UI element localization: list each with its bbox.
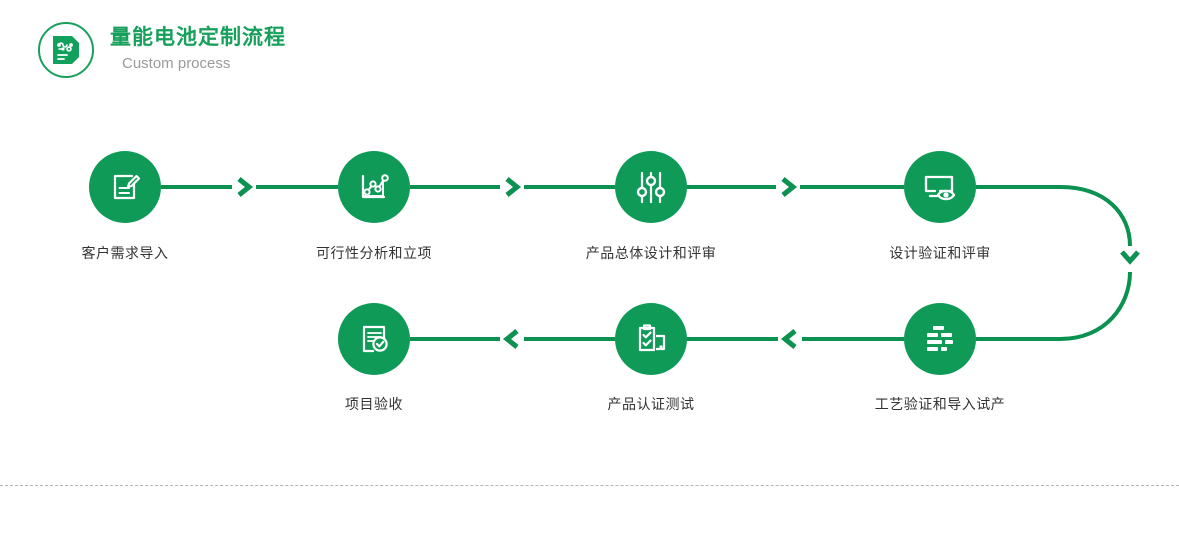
header-text-block: 量能电池定制流程 Custom process: [110, 25, 286, 75]
flow-node-7[interactable]: [338, 303, 410, 375]
flow-node-4[interactable]: [904, 151, 976, 223]
page-subtitle: Custom process: [122, 55, 231, 72]
sliders-icon: [634, 169, 668, 205]
flow-node-2[interactable]: [338, 151, 410, 223]
flowchart-document-icon: [38, 22, 94, 78]
page-title: 量能电池定制流程: [110, 26, 286, 49]
section-header: 量能电池定制流程 Custom process: [38, 22, 286, 78]
flow-node-2-label: 可行性分析和立项: [316, 245, 432, 261]
line-chart-icon: [357, 170, 391, 204]
clipboard-check-icon: [633, 322, 669, 356]
document-pencil-icon: [108, 170, 142, 204]
flow-node-5[interactable]: [904, 303, 976, 375]
flow-node-6-label: 产品认证测试: [607, 396, 695, 412]
flow-node-6[interactable]: [615, 303, 687, 375]
flow-node-3-label: 产品总体设计和评审: [585, 245, 717, 261]
document-approved-icon: [357, 322, 391, 356]
monitor-eye-icon: [922, 171, 958, 203]
flow-node-4-label: 设计验证和评审: [889, 245, 991, 261]
flow-node-1[interactable]: [89, 151, 161, 223]
flow-node-3[interactable]: [615, 151, 687, 223]
section-divider: [0, 485, 1179, 486]
bar-levels-icon: [922, 323, 958, 355]
flow-node-1-label: 客户需求导入: [81, 245, 169, 261]
flow-node-7-label: 项目验收: [345, 396, 403, 412]
flow-node-5-label: 工艺验证和导入试产: [874, 396, 1006, 412]
